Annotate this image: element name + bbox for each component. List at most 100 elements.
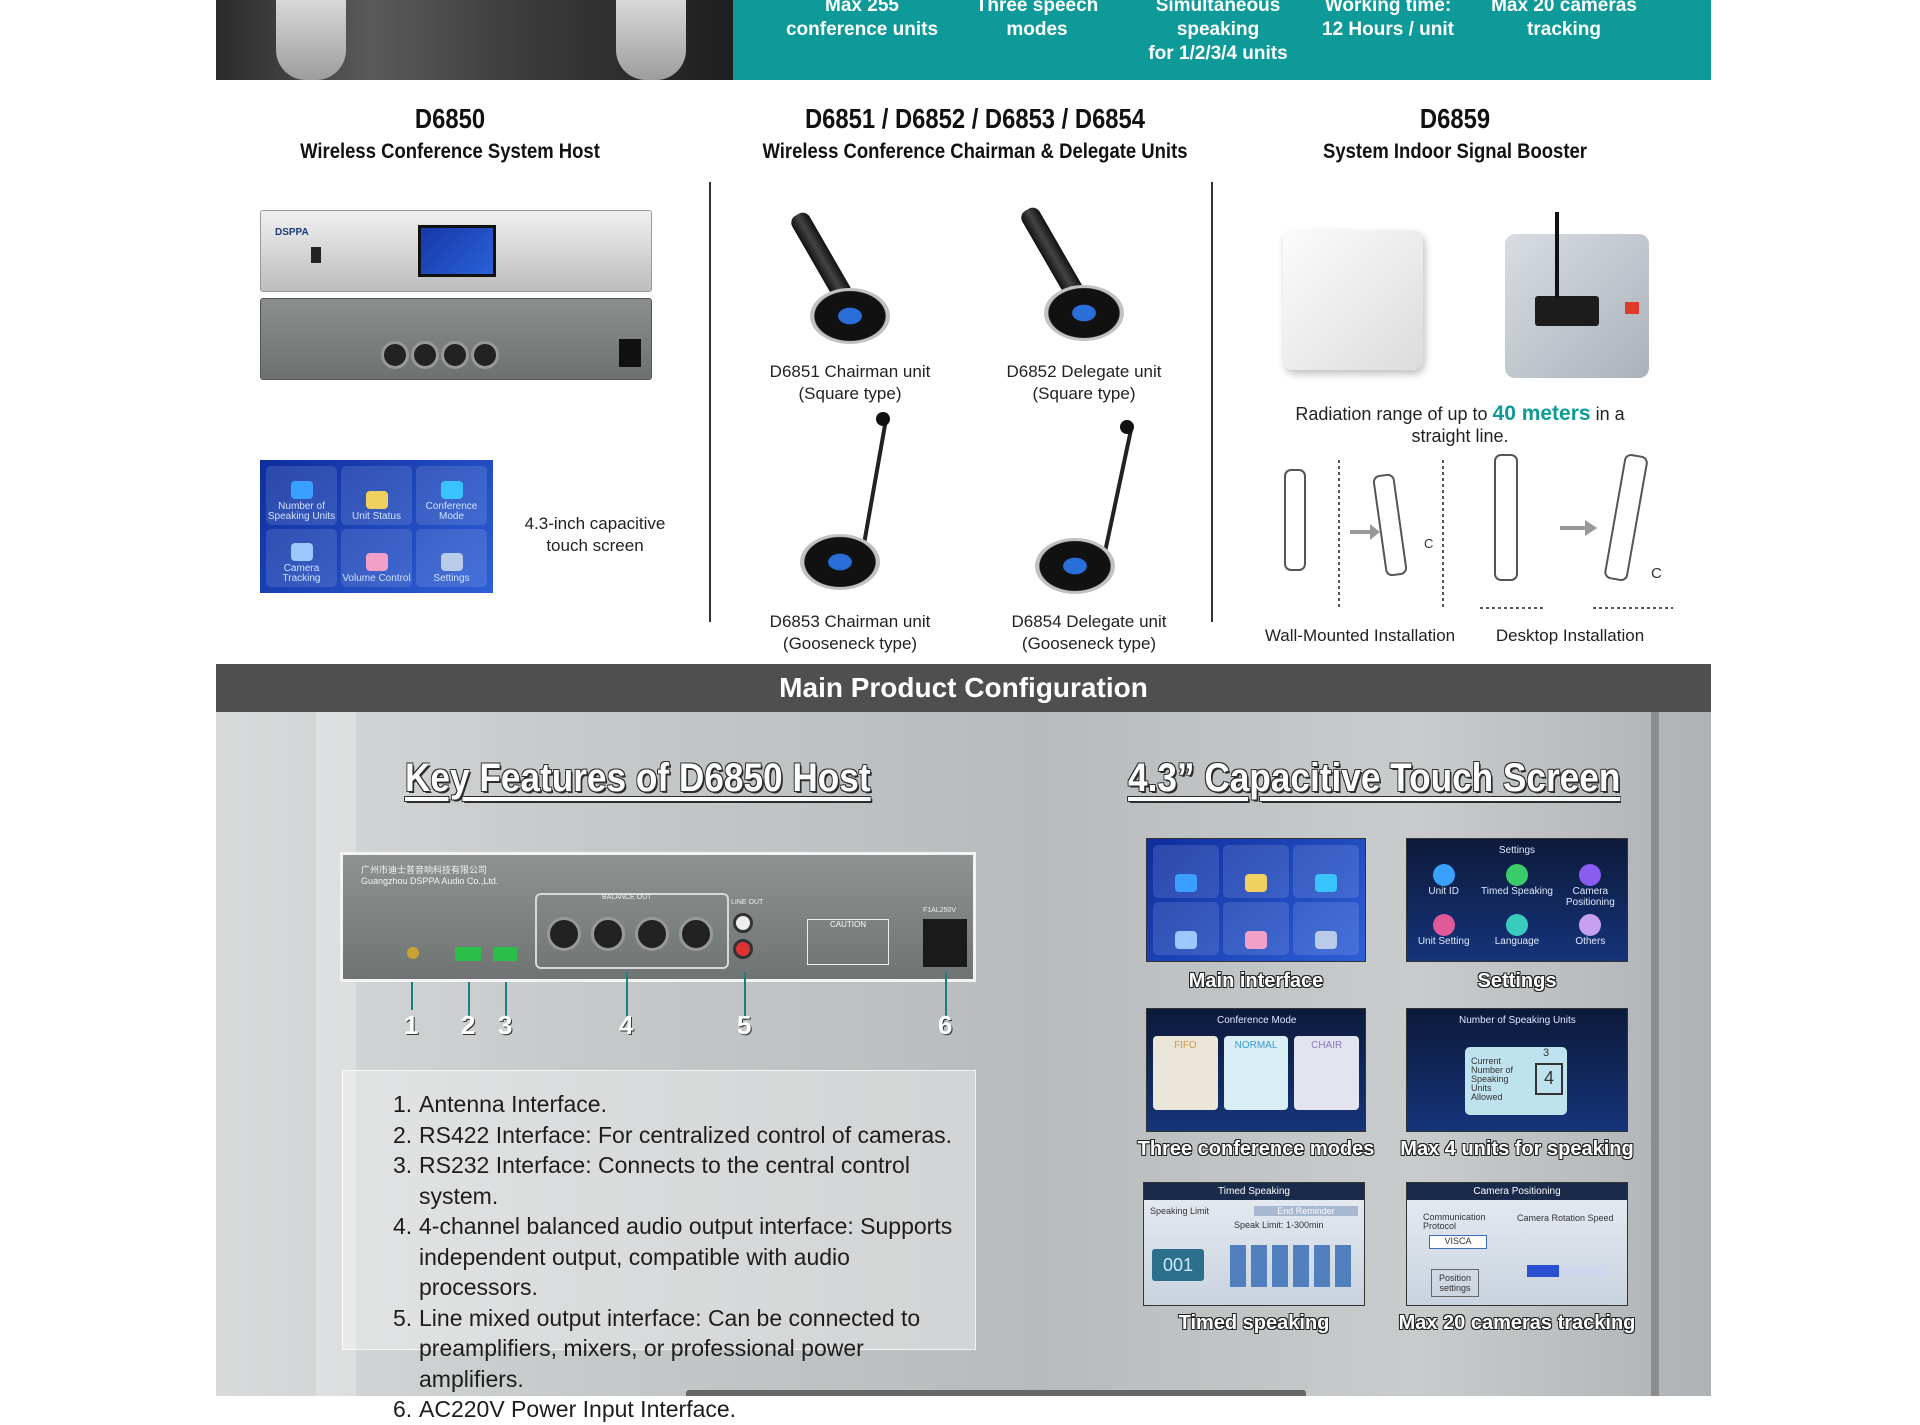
wall-device-1 (1284, 469, 1306, 571)
timer-icon (1505, 864, 1528, 886)
marker-c: C (1424, 536, 1434, 551)
arrow-icon (1560, 520, 1597, 536)
others-icon (1579, 914, 1602, 936)
power-socket (619, 339, 641, 367)
port-number-6: 6 (938, 1010, 953, 1040)
label-settings: Settings (1477, 970, 1557, 992)
host-model: D6850 (414, 103, 486, 134)
port-number-3: 3 (498, 1010, 513, 1040)
clipboard-icon (1245, 874, 1267, 892)
d6851-caption: D6851 Chairman unit(Square type) (769, 362, 931, 403)
installation-diagrams (1284, 453, 1673, 610)
d6851-unit-image (788, 190, 920, 350)
booster-range-text: Radiation range of up to 40 meters in a … (1295, 402, 1625, 446)
list-item: 3.RS232 Interface: Connects to the centr… (393, 1152, 910, 1209)
booster-back-image (1505, 212, 1649, 378)
desk-install-caption: Desktop Installation (1495, 626, 1645, 645)
range-value: 40 meters (1492, 402, 1591, 425)
rs422-port (455, 947, 481, 961)
timer-value: 001 (1152, 1249, 1204, 1281)
conference-icon (1315, 874, 1337, 892)
port-number-5: 5 (737, 1010, 752, 1040)
tile-unit-status: Unit Status (341, 466, 412, 525)
label-conference-modes: Three conference modes (1137, 1138, 1375, 1160)
list-item: 5.Line mixed output interface: Can be co… (393, 1304, 921, 1331)
microphone-icon (1175, 874, 1197, 892)
screen-main-interface (1146, 838, 1366, 962)
power-input-socket (923, 919, 967, 967)
tile-camera-tracking: Camera Tracking (266, 528, 337, 587)
tile-settings: Settings (416, 528, 487, 587)
desk-device-1 (1494, 454, 1518, 581)
pointer-line (505, 982, 507, 1020)
volume-icon (365, 553, 388, 571)
host-back-panel-image (260, 298, 652, 380)
pointer-line (945, 972, 947, 1020)
port-number-1: 1 (404, 1010, 419, 1040)
list-item: 2.RS422 Interface: For centralized contr… (393, 1121, 953, 1148)
volume-icon (1245, 931, 1267, 949)
booster-model: D6859 (1419, 103, 1491, 134)
column-divider (709, 182, 711, 622)
touch-screen-main-image: Number of Speaking Units Unit Status Con… (260, 460, 493, 593)
d6854-caption: D6854 Delegate unit(Gooseneck type) (1011, 612, 1167, 653)
balanced-out-block: BALANCE OUT (535, 893, 729, 969)
d6852-unit-image (1018, 185, 1150, 345)
protocol-select: VISCA (1429, 1235, 1487, 1249)
booster-name: System Indoor Signal Booster (1323, 140, 1587, 163)
front-touch-screen (418, 225, 496, 277)
screen-timed-speaking: Timed Speaking Speaking Limit End Remind… (1143, 1182, 1365, 1306)
d6853-caption: D6853 Chairman unit(Gooseneck type) (769, 612, 931, 653)
microphone-icon (290, 480, 313, 499)
booster-front-image (1283, 230, 1423, 370)
marker-c: C (1651, 565, 1662, 582)
screen-settings: Settings Unit ID Timed Speaking Camera P… (1406, 838, 1628, 962)
features-list-box: 1.Antenna Interface. 2.RS422 Interface: … (342, 1070, 976, 1422)
port-number-2: 2 (461, 1010, 476, 1040)
desk-device-2 (1604, 453, 1648, 582)
chair-image (276, 0, 346, 80)
caution-label: CAUTION (807, 919, 889, 965)
host-features-title: Key Features of D6850 Host (405, 756, 871, 800)
tile-conference-mode: Conference Mode (416, 466, 487, 525)
d6852-caption: D6852 Delegate unit(Square type) (1006, 362, 1162, 403)
list-item: 6.AC220V Power Input Interface. (393, 1396, 737, 1422)
label-main-interface: Main interface (1188, 970, 1324, 992)
stat-working-time: Working time:12 Hours / unit (1322, 0, 1454, 40)
camera-icon (1175, 931, 1197, 949)
touch-screen-title: 4.3” Capacitive Touch Screen (1128, 756, 1621, 800)
tile-volume-control: Volume Control (341, 528, 412, 587)
pointer-line (626, 972, 628, 1020)
pointer-line (468, 982, 470, 1020)
pointer-line (744, 972, 746, 1020)
units-model: D6851 / D6852 / D6853 / D6854 (804, 103, 1146, 134)
screen-speaking-units: Number of Speaking Units Current Number … (1406, 1008, 1628, 1132)
label-max-speaking-units: Max 4 units for speaking (1400, 1138, 1634, 1160)
line-out-ports (733, 913, 753, 965)
conference-icon (440, 480, 463, 499)
units-name: Wireless Conference Chairman & Delegate … (762, 140, 1188, 163)
brand-logo: DSPPA (275, 227, 309, 238)
wall-device-2 (1372, 473, 1408, 577)
features-list: 1.Antenna Interface. 2.RS422 Interface: … (393, 1089, 975, 1425)
power-switch (311, 247, 321, 263)
label-max-cameras: Max 20 cameras tracking (1398, 1312, 1636, 1334)
list-item: independent output, compatible with audi… (419, 1243, 850, 1301)
d6853-unit-image (790, 412, 920, 597)
antenna-port (407, 947, 419, 959)
language-icon (1505, 914, 1528, 936)
list-item: preamplifiers, mixers, or professional p… (419, 1335, 864, 1392)
d6854-unit-image (1035, 420, 1165, 600)
label-timed-speaking: Timed speaking (1178, 1312, 1330, 1334)
arrow-icon (1350, 524, 1380, 540)
rs232-port (493, 947, 517, 961)
tile-speaking-units: Number of Speaking Units (266, 466, 337, 525)
